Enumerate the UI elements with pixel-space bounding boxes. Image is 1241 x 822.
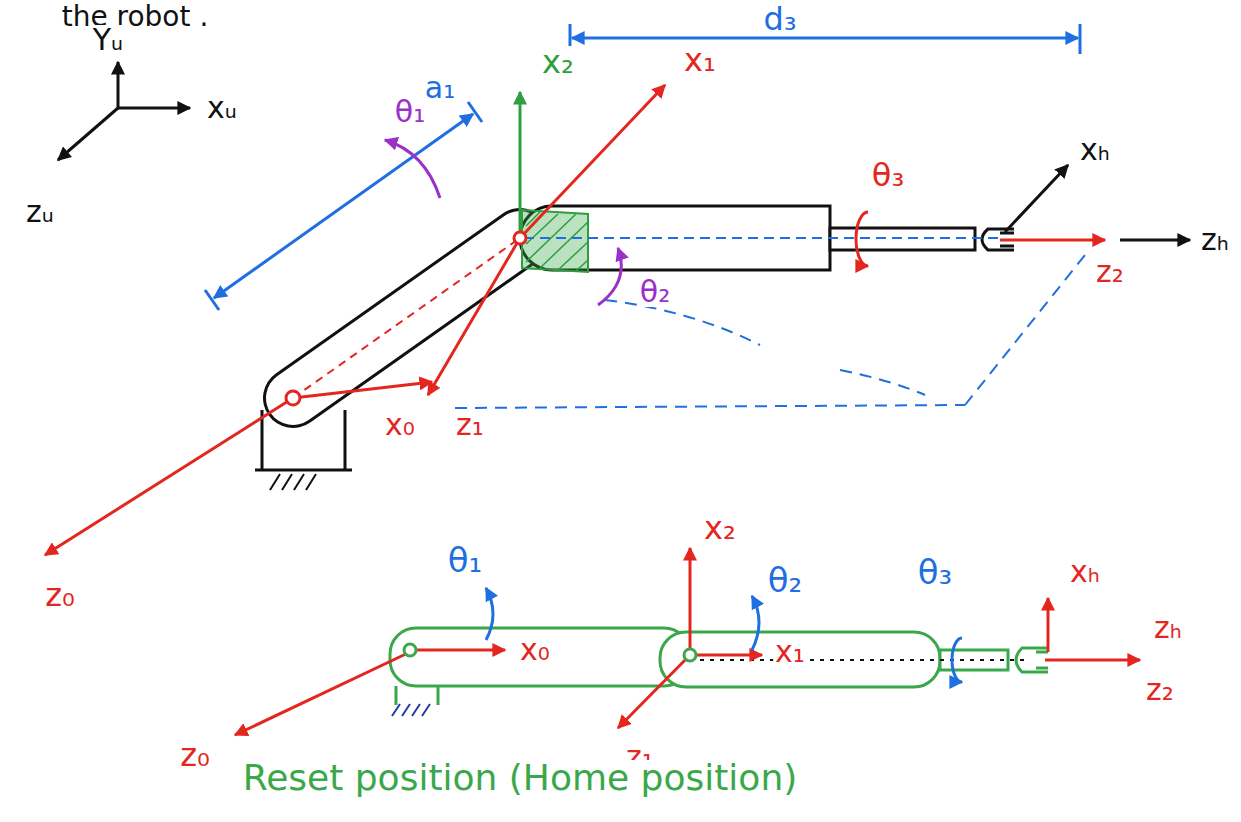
base-bracket <box>396 686 438 705</box>
joint-rotations <box>385 140 868 305</box>
axis-arrow <box>618 655 690 728</box>
joint-pivot <box>404 644 416 656</box>
rotation-arrow <box>486 588 493 640</box>
rotation-arrow <box>752 596 759 650</box>
axis-label: zₕ <box>1199 225 1231 255</box>
rotation-arrow <box>385 140 440 198</box>
dashed-line <box>965 255 1085 405</box>
axis-arrow <box>412 649 505 652</box>
caption-text: Reset position (Home position) <box>241 760 799 796</box>
home-frame-arrows <box>235 548 1140 735</box>
ground-hatch <box>270 474 316 490</box>
axis-arrow <box>1047 598 1050 652</box>
joint-angle-label: θ₁ <box>393 97 427 127</box>
joint-angle-label: θ₂ <box>766 563 804 597</box>
joint-pivot <box>286 391 300 405</box>
axis-arrow <box>695 654 762 657</box>
dimension-lines <box>205 24 1080 310</box>
axis-arrow <box>118 107 190 110</box>
rotation-arrow <box>856 212 868 266</box>
frame-arrows <box>45 85 1190 555</box>
axis-label: z₂ <box>1094 257 1126 287</box>
dashed-line <box>605 300 760 345</box>
axis-arrow <box>45 398 293 555</box>
projection-lines <box>455 255 1085 408</box>
home-rotations <box>486 588 962 682</box>
axis-arrow <box>428 238 520 395</box>
axis-arrow <box>1045 659 1140 662</box>
ground-hatch <box>392 704 430 716</box>
dimension-arrow <box>214 114 473 298</box>
axis-label: x₀ <box>383 410 417 440</box>
link-centerline <box>293 238 520 398</box>
link-centerline <box>524 237 1000 239</box>
rotation-arrow <box>598 248 621 305</box>
link-fill <box>293 238 520 398</box>
axis-arrow <box>519 92 522 238</box>
axis-label: x₁ <box>773 637 807 667</box>
axis-label: z₁ <box>454 410 486 440</box>
axis-arrow <box>117 62 120 108</box>
axis-label: zᵤ <box>24 197 56 227</box>
axis-label: xᵤ <box>205 93 239 123</box>
caption-text: the robot . <box>60 3 211 31</box>
joint-angle-label: θ₃ <box>916 555 954 589</box>
dimension-label: a₁ <box>423 73 457 103</box>
joint-pivot <box>514 232 526 244</box>
link-one <box>293 238 520 398</box>
axis-arrow <box>689 548 692 655</box>
dashed-line <box>455 405 965 408</box>
universal-frame <box>58 62 190 160</box>
axis-arrow <box>293 382 432 398</box>
axis-label: x₀ <box>518 635 552 665</box>
axis-label: x₁ <box>682 44 718 76</box>
link-centerline <box>700 659 1030 661</box>
home-robot <box>390 628 1048 716</box>
dimension-arrow <box>572 37 1078 40</box>
link-outline <box>293 238 520 398</box>
dashed-line <box>840 370 925 395</box>
dimension-tick <box>1079 24 1082 54</box>
axis-arrow <box>235 652 410 735</box>
axis-arrow <box>520 85 665 238</box>
axis-label: x₂ <box>702 512 738 544</box>
axis-label: z₀ <box>43 579 77 611</box>
joint-pivot <box>684 649 696 661</box>
axis-label: Yᵤ <box>91 25 125 55</box>
axis-arrow <box>1000 239 1105 242</box>
link-outline <box>390 628 690 686</box>
axis-label: xₕ <box>1068 557 1102 587</box>
dimension-tick <box>468 102 482 122</box>
dimension-label: d₃ <box>761 3 798 35</box>
axis-label: x₂ <box>540 46 576 78</box>
dimension-tick <box>205 290 219 310</box>
axis-label: xₕ <box>1078 135 1112 165</box>
joint-plane <box>522 210 588 272</box>
rotation-arrow <box>952 638 962 682</box>
axis-label: z₀ <box>178 739 212 771</box>
joint-angle-label: θ₁ <box>446 543 484 577</box>
axis-label: z₂ <box>1144 675 1176 705</box>
axis-arrow <box>1120 239 1190 242</box>
axis-arrow <box>1005 165 1068 232</box>
axis-label: zₕ <box>1152 613 1184 643</box>
joint-angle-label: θ₂ <box>638 277 672 307</box>
joint-angle-label: θ₃ <box>870 159 906 191</box>
axis-arrow <box>58 108 118 160</box>
link-two <box>520 206 1014 272</box>
